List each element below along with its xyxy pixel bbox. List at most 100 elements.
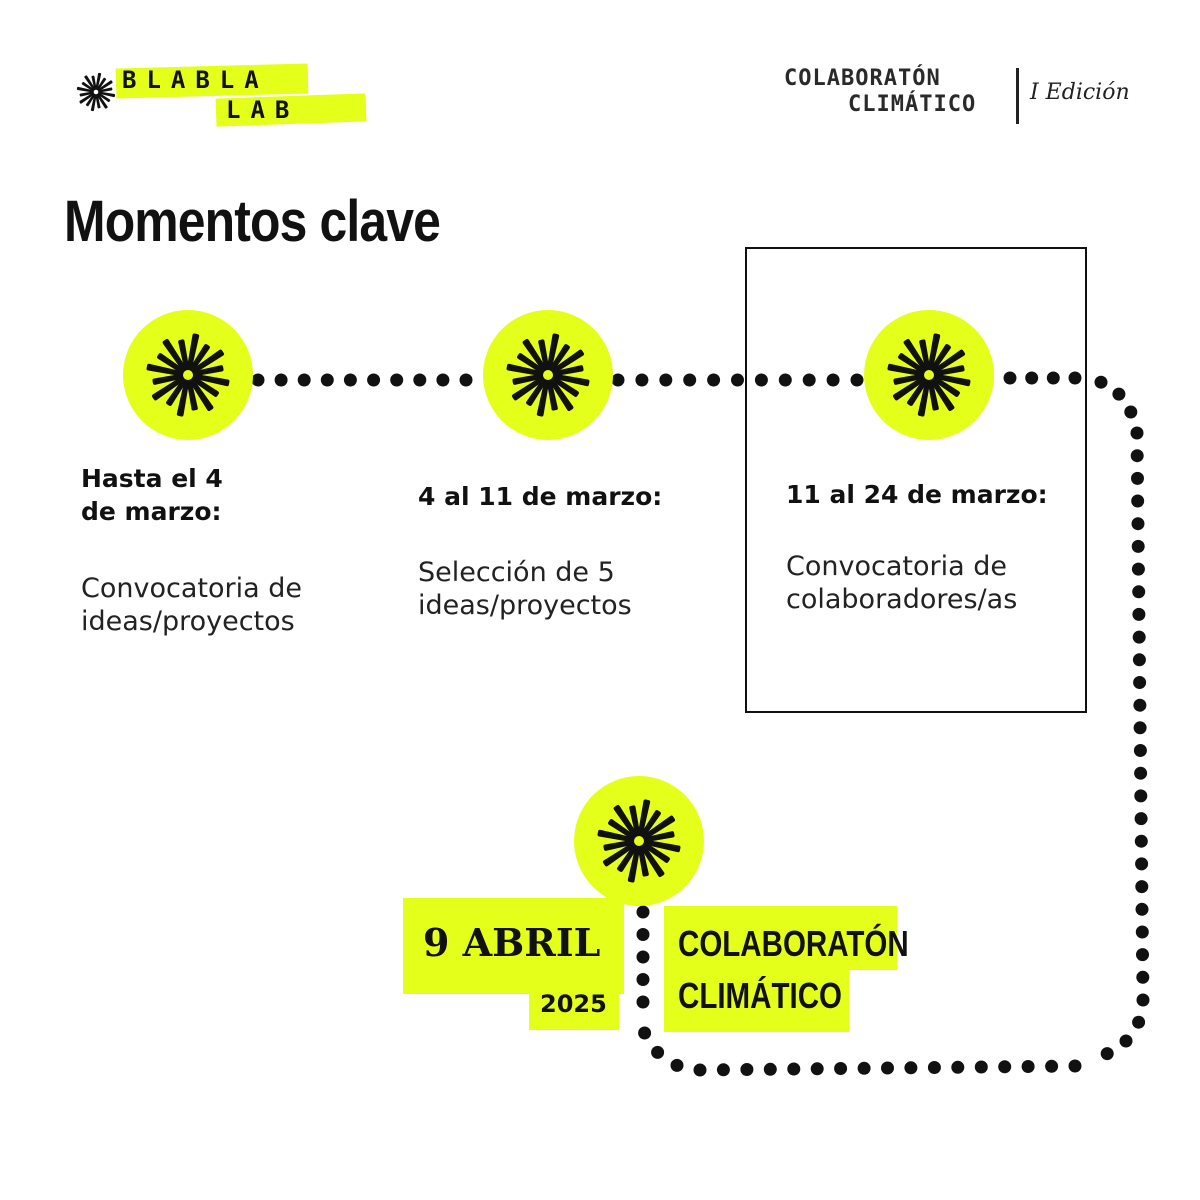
milestone-1-date: Hasta el 4 de marzo:: [81, 464, 223, 526]
timeline-dot: [1131, 517, 1145, 531]
timeline-dot: [1124, 405, 1138, 419]
timeline-dot: [1133, 721, 1147, 735]
timeline-dot: [659, 373, 673, 387]
event-name-line2: CLIMÁTICO: [848, 92, 977, 117]
timeline-dot: [320, 373, 334, 387]
timeline-dot: [1135, 925, 1149, 939]
timeline-dot: [740, 1063, 754, 1076]
timeline-dot: [1131, 494, 1145, 508]
timeline-dot: [1094, 375, 1108, 389]
timeline-dot: [1136, 993, 1150, 1007]
highlight-frame: [745, 247, 1087, 713]
timeline-dot: [1133, 744, 1147, 757]
timeline-dot: [683, 373, 697, 387]
milestone-3-date: 11 al 24 de marzo:: [786, 480, 1048, 509]
timeline-dot: [927, 1061, 941, 1074]
timeline-dot: [636, 928, 650, 941]
timeline-dot: [1112, 387, 1126, 401]
event-name: COLABORATÓN CLIMÁTICO: [678, 923, 909, 1016]
timeline-dot: [1025, 371, 1039, 385]
event-name-tag: [664, 970, 849, 1032]
timeline-dot: [904, 1061, 918, 1075]
starburst-icon: [76, 72, 116, 112]
timeline-dot: [693, 1063, 707, 1077]
timeline-dot: [1136, 970, 1150, 984]
timeline-dot: [638, 1026, 652, 1040]
header-divider: [1016, 68, 1019, 124]
milestone-3-description: Convocatoria de colaboradores/as: [786, 551, 1018, 615]
timeline-dot: [974, 1060, 988, 1074]
event-name-tag: [664, 906, 897, 970]
event-date: 9 ABRIL: [423, 920, 601, 965]
timeline-dot: [1068, 1059, 1082, 1073]
timeline-dot: [1134, 812, 1148, 826]
timeline-dot: [413, 373, 427, 387]
milestone-1-description: Convocatoria de ideas/proyectos: [81, 573, 302, 637]
event-year-tag: [529, 978, 619, 1030]
timeline-dot: [951, 1060, 965, 1074]
timeline-dot: [436, 373, 450, 387]
timeline-dot: [367, 373, 381, 387]
timeline-dot: [1132, 1015, 1146, 1029]
timeline-dot: [1021, 1060, 1035, 1073]
timeline-dot: [459, 373, 473, 387]
timeline-dot: [731, 373, 744, 387]
milestone-1-starburst-icon: [123, 310, 253, 440]
timeline-dot: [857, 1061, 871, 1075]
timeline-dot: [1130, 426, 1144, 440]
timeline-dot: [850, 373, 864, 387]
timeline-dot: [787, 1062, 801, 1076]
timeline-dot: [1130, 449, 1144, 463]
timeline-dot: [670, 1058, 684, 1072]
timeline-dot: [636, 995, 650, 1009]
timeline-dot: [1003, 371, 1017, 385]
timeline-dot: [1133, 676, 1147, 689]
timeline-dot: [754, 373, 768, 387]
timeline-dot: [1134, 834, 1148, 848]
timeline-dot: [1135, 902, 1149, 916]
event-name-line1: COLABORATÓN: [784, 66, 941, 91]
timeline-dot: [251, 373, 265, 387]
milestone-2-description: Selección de 5 ideas/proyectos: [418, 557, 632, 621]
timeline-dot: [778, 373, 792, 387]
timeline-dot: [1134, 766, 1148, 780]
timeline-dot: [802, 373, 816, 387]
timeline-dot: [1046, 371, 1060, 385]
timeline-dot: [1131, 562, 1145, 576]
timeline-dot: [881, 1061, 894, 1075]
timeline-dot: [1132, 607, 1146, 621]
logo-text-line1: BLABLA: [122, 66, 269, 94]
timeline-dot: [636, 973, 650, 986]
timeline-dot: [636, 905, 650, 919]
timeline-dot: [1134, 789, 1148, 803]
timeline-dot: [1068, 371, 1082, 385]
blablalab-logo: BLABLA LAB: [66, 62, 367, 127]
timeline-dot: [1135, 880, 1149, 894]
timeline-dot: [716, 1063, 730, 1077]
timeline-dot: [651, 1045, 665, 1059]
timeline-dot: [1131, 471, 1144, 485]
timeline-dot: [1132, 585, 1146, 599]
timeline-dot: [834, 1062, 848, 1075]
edition-label: I Edición: [1030, 80, 1130, 105]
timeline-dot: [1132, 630, 1146, 644]
event-header: COLABORATÓN CLIMÁTICO I Edición: [784, 64, 1144, 124]
logo-text-line2: LAB: [226, 96, 300, 124]
timeline-dot: [707, 373, 721, 387]
timeline-dot: [998, 1060, 1012, 1074]
timeline-dot: [636, 950, 650, 964]
timeline-dot: [810, 1062, 824, 1076]
milestone-2-date: 4 al 11 de marzo:: [418, 482, 663, 511]
page-title: Momentos clave: [64, 189, 441, 254]
timeline-dot: [343, 373, 357, 387]
timeline-dot: [1119, 1034, 1133, 1048]
timeline-dot: [1045, 1059, 1059, 1073]
final-event-starburst-icon: [574, 776, 704, 906]
timeline-dot: [826, 373, 840, 387]
timeline-dot: [763, 1062, 777, 1076]
timeline-dot: [297, 373, 311, 387]
timeline-dot: [611, 373, 625, 387]
event-year: 2025: [540, 990, 607, 1018]
timeline-dot: [274, 373, 288, 387]
